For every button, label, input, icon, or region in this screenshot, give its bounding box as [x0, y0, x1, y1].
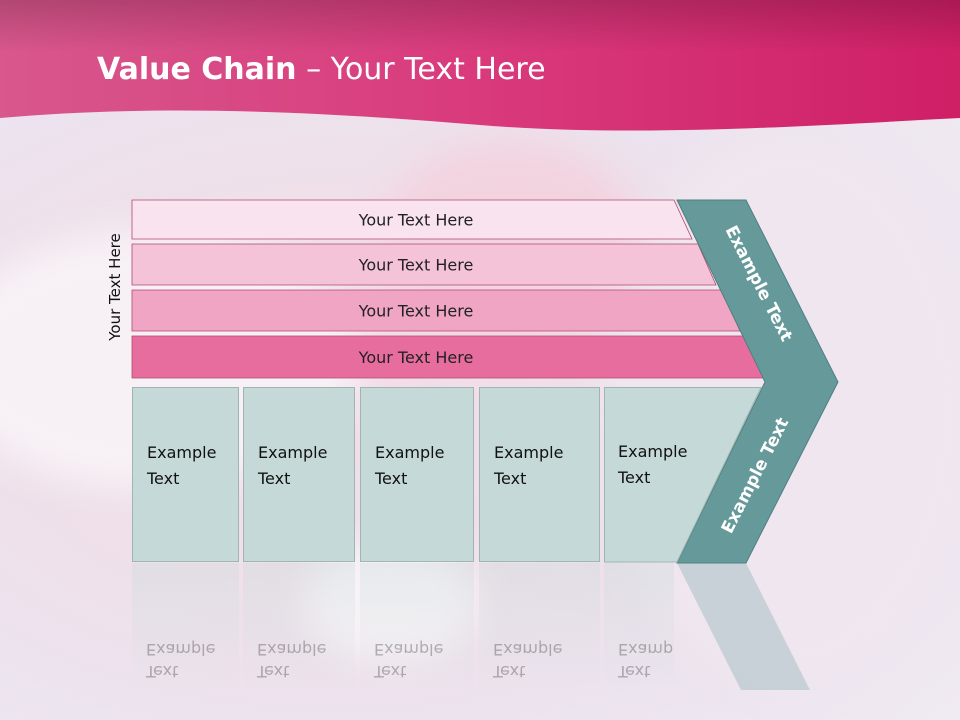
- box-line2: Text: [147, 469, 180, 488]
- box-line1: Example: [258, 443, 328, 462]
- box-line2: Text: [494, 469, 527, 488]
- activity-box-reflection: Text Example: [479, 563, 600, 693]
- activity-box-reflection: Text Example: [604, 563, 674, 693]
- activity-box-reflection: Text Example: [132, 563, 239, 693]
- reflection-line1: Example: [493, 640, 563, 659]
- reflection-line1: Example: [257, 640, 327, 659]
- reflection-text: Text Example: [374, 638, 443, 682]
- header-band: [0, 0, 960, 131]
- activity-box-reflection: Text Example: [360, 563, 474, 693]
- bar-label-3: Your Text Here: [358, 302, 474, 321]
- activity-box-shape: [604, 387, 762, 563]
- box-line2: Text: [618, 468, 651, 487]
- reflection-line2: Text: [618, 662, 651, 681]
- reflection-line2: Text: [374, 662, 407, 681]
- box-line2: Text: [375, 469, 408, 488]
- bar-1: [131, 199, 693, 240]
- box-line1: Example: [147, 443, 217, 462]
- bar-label-4: Your Text Here: [358, 348, 474, 367]
- reflection-line1: Example: [146, 640, 216, 659]
- box-line1: Example: [618, 442, 688, 461]
- reflection-text: Text Example: [257, 638, 326, 682]
- box-line2: Text: [258, 469, 291, 488]
- title-bold: Value Chain: [97, 52, 297, 87]
- title-rest: – Your Text Here: [306, 52, 546, 87]
- bar-2: [131, 243, 717, 286]
- reflection-text: Text Example: [618, 638, 674, 682]
- activity-box-reflection: Text Example: [243, 563, 355, 693]
- reflection-line2: Text: [257, 662, 290, 681]
- chevron-reflection: [677, 563, 810, 690]
- box-line1: Example: [494, 443, 564, 462]
- activity-box-polygon: [604, 387, 762, 563]
- reflection-line1: Example: [374, 640, 444, 659]
- bar-label-2: Your Text Here: [358, 256, 474, 275]
- reflection-line2: Text: [146, 662, 179, 681]
- reflection-line2: Text: [493, 662, 526, 681]
- chevron-shape: [676, 199, 839, 564]
- reflection-text: Text Example: [146, 638, 215, 682]
- reflection-line1: Example: [618, 640, 674, 659]
- box-line1: Example: [375, 443, 445, 462]
- page-title: Value Chain – Your Text Here: [97, 52, 546, 87]
- bar-label-1: Your Text Here: [358, 211, 474, 230]
- reflection-text: Text Example: [493, 638, 562, 682]
